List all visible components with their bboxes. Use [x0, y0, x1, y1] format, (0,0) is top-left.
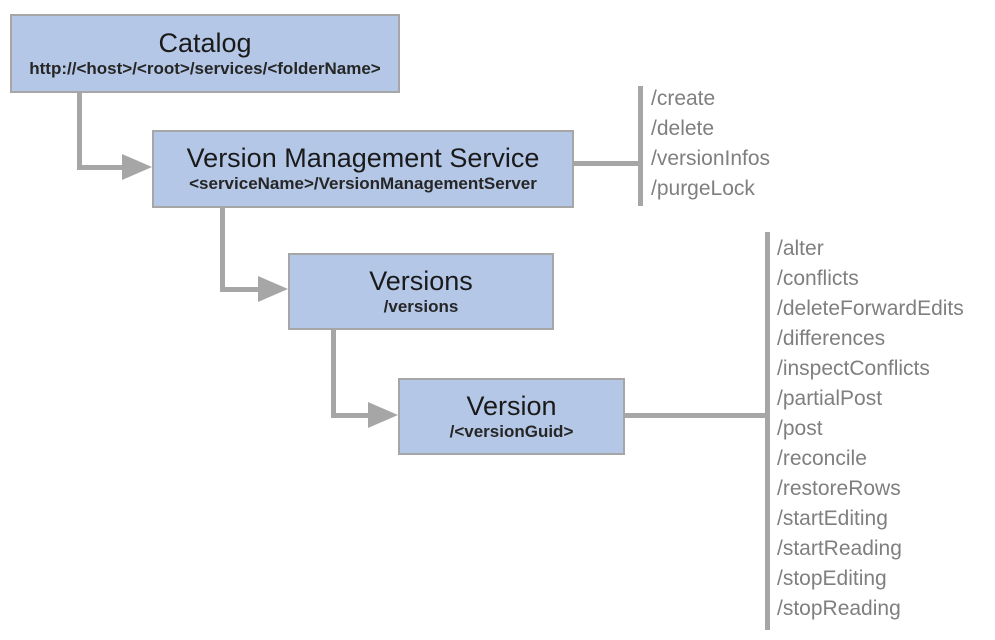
operation-item: /stopReading	[777, 597, 901, 620]
version-management-service-node-url: <serviceName>/VersionManagementServer	[189, 174, 537, 194]
operation-item: /create	[651, 87, 716, 110]
version-management-service-node-title: Version Management Service	[186, 143, 540, 174]
operation-item: /reconcile	[777, 447, 867, 470]
operation-item: /deleteForwardEdits	[777, 297, 964, 320]
catalog-node-url: http://<host>/<root>/services/<folderNam…	[29, 58, 381, 78]
connector-catalog-vms-vertical	[77, 93, 82, 170]
version-operations-bracket-bar	[765, 232, 770, 630]
arrow-right-icon	[122, 154, 152, 180]
connector-catalog-vms-horizontal	[77, 165, 123, 170]
operation-item: /stopEditing	[777, 567, 887, 590]
operation-item: /delete	[651, 117, 715, 140]
vms-operations-bracket-bar	[638, 86, 643, 206]
version-operations-list: /alter/conflicts/deleteForwardEdits/diff…	[777, 234, 964, 624]
version-node-url: /<versionGuid>	[449, 421, 574, 441]
versions-node-title: Versions	[369, 265, 473, 296]
version-node-title: Version	[466, 390, 557, 421]
operation-item: /restoreRows	[777, 477, 901, 500]
catalog-node-title: Catalog	[158, 27, 252, 58]
version-operations-stub-line	[625, 413, 765, 418]
operation-item: /post	[777, 417, 823, 440]
connector-vms-versions-horizontal	[220, 287, 259, 292]
connector-vms-versions-vertical	[220, 207, 225, 292]
operation-item: /partialPost	[777, 387, 883, 410]
catalog-node: Catalog http://<host>/<root>/services/<f…	[10, 14, 400, 93]
operation-item: /versionInfos	[651, 147, 771, 170]
operation-item: /alter	[777, 237, 824, 260]
versions-node: Versions /versions	[288, 253, 554, 330]
connector-versions-version-horizontal	[331, 413, 369, 418]
arrow-right-icon	[258, 276, 288, 302]
vms-operations-stub-line	[574, 161, 638, 166]
operation-item: /startReading	[777, 537, 902, 560]
operation-item: /differences	[777, 327, 886, 350]
arrow-right-icon	[368, 402, 398, 428]
connector-versions-version-vertical	[331, 330, 336, 418]
version-node: Version /<versionGuid>	[398, 378, 625, 455]
vms-operations-list: /create/delete/versionInfos/purgeLock	[651, 84, 770, 204]
operation-item: /inspectConflicts	[777, 357, 930, 380]
versions-node-url: /versions	[383, 296, 459, 316]
operation-item: /purgeLock	[651, 177, 755, 200]
operation-item: /conflicts	[777, 267, 859, 290]
operation-item: /startEditing	[777, 507, 888, 530]
version-management-service-node: Version Management Service <serviceName>…	[152, 130, 574, 208]
